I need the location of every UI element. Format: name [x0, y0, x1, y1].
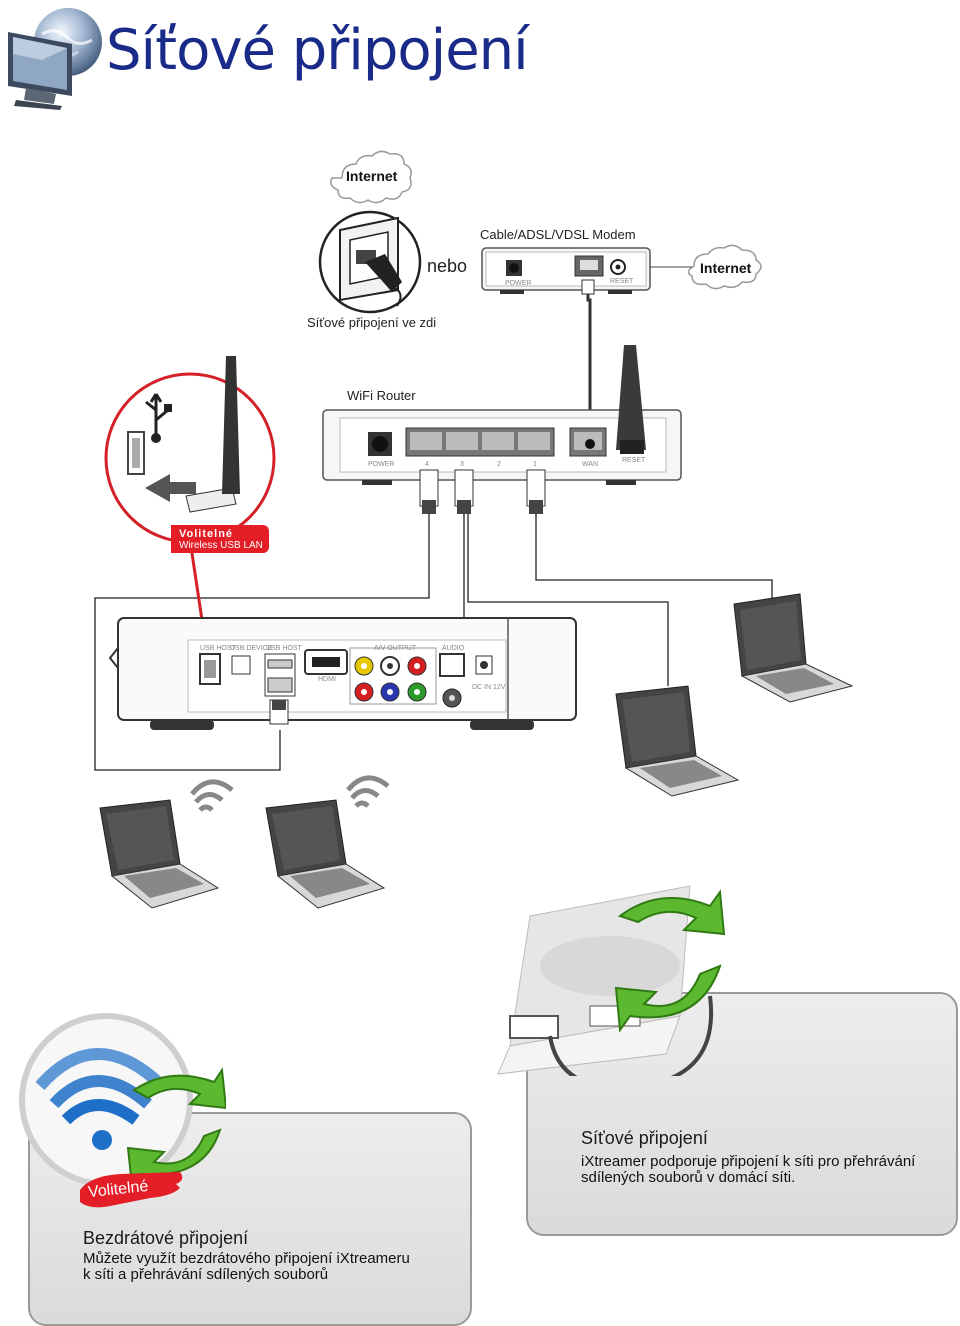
router-reset-label: RESET — [622, 457, 646, 464]
wall-connection-label: Síťové připojení ve zdi — [307, 315, 437, 330]
wifi-signal-icon-1 — [190, 779, 234, 812]
internet-cloud-right — [687, 244, 762, 290]
router-port-3-label: 3 — [460, 461, 464, 468]
wireless-panel-desc-line-2: k síti a přehrávání sdílených souborů — [83, 1266, 329, 1283]
modem-device — [481, 247, 651, 294]
wifi-router-device — [322, 345, 682, 485]
ixtreamer-back-panel — [108, 617, 577, 730]
network-panel-title: Síťové připojení — [581, 1128, 708, 1148]
laptop-right-top — [733, 593, 854, 703]
network-cables — [94, 514, 773, 771]
hdd-sync-illustration — [497, 885, 726, 1076]
internet-cloud-top — [330, 150, 412, 204]
wall-socket-icon — [318, 210, 422, 314]
page-title: Síťové připojení — [106, 18, 529, 83]
player-usb-host2-label: USB HOST — [266, 645, 302, 652]
network-panel-desc-line-1: iXtreamer podporuje připojení k síti pro… — [581, 1153, 916, 1170]
modem-power-label: POWER — [505, 280, 532, 287]
router-port-1-label: 1 — [533, 461, 537, 468]
player-usb-host-label: USB HOST — [200, 645, 236, 652]
player-hdmi-label: HDMI — [318, 676, 336, 683]
rj45-plugs — [419, 469, 546, 514]
wireless-panel-title: Bezdrátové připojení — [83, 1228, 249, 1248]
optional-label: Volitelné — [179, 528, 234, 540]
router-port-2-label: 2 — [497, 461, 501, 468]
internet-right-label: Internet — [700, 260, 752, 276]
player-audio-label: AUDIO — [442, 645, 465, 652]
modem-label: Cable/ADSL/VDSL Modem — [480, 227, 636, 242]
router-wan-label: WAN — [582, 461, 599, 468]
wireless-panel-desc-line-1: Můžete využít bezdrátového připojení iXt… — [83, 1250, 410, 1267]
internet-top-label: Internet — [346, 168, 398, 184]
laptop-right-middle — [615, 685, 740, 797]
router-label: WiFi Router — [347, 388, 416, 403]
player-dc-in-label: DC IN 12V — [472, 684, 506, 691]
network-panel-desc: iXtreamer podporuje připojení k síti pro… — [581, 1154, 915, 1186]
wireless-sync-illustration — [19, 1013, 226, 1189]
wireless-panel-desc: Můžete využít bezdrátového připojení iXt… — [83, 1251, 410, 1283]
optional-brush-badge — [80, 1172, 183, 1208]
monitor-globe-icon — [8, 8, 102, 110]
laptop-left-1 — [99, 799, 220, 909]
network-panel-desc-line-2: sdílených souborů v domácí síti. — [581, 1169, 796, 1186]
router-port-4-label: 4 — [425, 461, 429, 468]
or-label: nebo — [427, 256, 468, 276]
player-usb-device-label: USB DEVICE — [230, 645, 273, 652]
laptop-left-2 — [265, 799, 386, 909]
router-power-label: POWER — [368, 461, 395, 468]
modem-reset-label: RESET — [610, 278, 634, 285]
wifi-signal-icon-2 — [346, 775, 390, 808]
usb-wireless-adapter-icon — [104, 356, 276, 641]
usb-lan-label: Wireless USB LAN — [179, 540, 263, 551]
player-av-output-label: A/V OUTPUT — [374, 645, 417, 652]
optional-usb-lan-tag: Volitelné Wireless USB LAN — [171, 525, 269, 553]
